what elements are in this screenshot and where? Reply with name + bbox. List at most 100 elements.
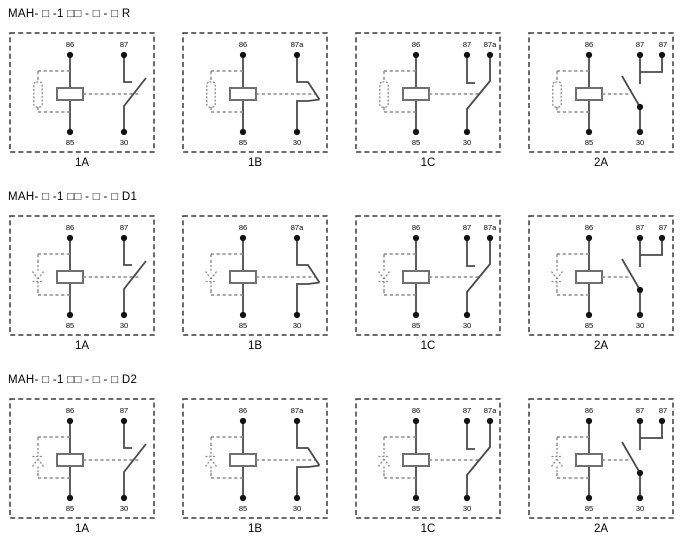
terminal-label: 30 — [636, 504, 644, 513]
terminal-label: 85 — [412, 321, 420, 330]
terminal-label: 30 — [120, 504, 128, 513]
terminal-label: 86 — [239, 223, 247, 232]
relay-diagram-svg: 86 87 87a 85 30 — [355, 32, 501, 153]
terminal-label: 87a — [291, 40, 304, 49]
relay-coil-symbol — [556, 416, 603, 503]
terminal-label: 87 — [636, 223, 644, 232]
diagram-caption: 2A — [593, 157, 609, 169]
terminal-label: 30 — [636, 321, 644, 330]
diode-down-icon — [550, 264, 564, 291]
terminal-label: 87 — [659, 223, 667, 232]
terminal-label: 85 — [66, 504, 74, 513]
relay-coil-symbol — [556, 233, 603, 320]
contact-changeover-symbol — [428, 51, 494, 137]
terminal-label: 87a — [291, 223, 304, 232]
terminal-label: 87 — [659, 406, 667, 415]
relay-diagram-svg: 86 87a 85 30 — [182, 398, 328, 519]
terminal-label: 30 — [463, 138, 471, 147]
terminal-label: 86 — [412, 40, 420, 49]
relay-coil-symbol — [37, 416, 84, 503]
terminal-label: 87a — [484, 40, 497, 49]
diagram-caption: 1A — [74, 523, 90, 535]
relay-diagram-svg: 86 87a 85 30 — [182, 215, 328, 336]
contact-double-normally-open-symbol — [601, 51, 666, 137]
relay-coil-symbol — [210, 233, 257, 320]
diagram-cells: 86 87 85 30 1A 86 87a 85 30 1B — [0, 32, 685, 169]
relay-cell-2a: 86 87 87 85 30 2A — [528, 398, 674, 535]
relay-cell-1c: 86 87 87a 85 30 1C — [355, 32, 501, 169]
terminal-label: 85 — [412, 138, 420, 147]
terminal-label: 87 — [636, 406, 644, 415]
resistor-icon — [552, 81, 562, 108]
terminal-label: 87 — [120, 40, 128, 49]
terminal-label: 87 — [636, 40, 644, 49]
terminal-label: 86 — [239, 40, 247, 49]
relay-coil-symbol — [37, 233, 84, 320]
terminal-label: 30 — [293, 504, 301, 513]
relay-diagram-svg: 86 87 87a 85 30 — [355, 215, 501, 336]
terminal-label: 86 — [585, 406, 593, 415]
relay-cell-2a: 86 87 87 85 30 2A — [528, 215, 674, 352]
relay-diagram-svg: 86 87a 85 30 — [182, 32, 328, 153]
relay-diagram-svg: 86 87 85 30 — [9, 215, 155, 336]
diagram-caption: 2A — [593, 523, 609, 535]
resistor-icon — [379, 81, 389, 108]
relay-diagram-svg: 86 87 87 85 30 — [528, 32, 674, 153]
terminal-label: 87a — [484, 406, 497, 415]
diode-down-icon — [31, 264, 45, 291]
diode-up-icon — [31, 447, 45, 474]
relay-cell-2a: 86 87 87 85 30 2A — [528, 32, 674, 169]
contact-normally-open-symbol — [82, 233, 147, 320]
terminal-label: 85 — [66, 138, 74, 147]
resistor-icon — [206, 81, 216, 108]
contact-changeover-symbol — [428, 416, 494, 503]
terminal-label: 86 — [66, 223, 74, 232]
relay-coil-symbol — [37, 50, 84, 137]
row-variant-d2: MAH- □ -1 □□ - □ - □ D2 86 87 85 30 1A 8… — [0, 352, 685, 535]
diode-up-icon — [550, 447, 564, 474]
terminal-label: 86 — [66, 40, 74, 49]
terminal-label: 87 — [659, 40, 667, 49]
relay-diagram-svg: 86 87 85 30 — [9, 32, 155, 153]
relay-cell-1c: 86 87 87a 85 30 1C — [355, 398, 501, 535]
terminal-label: 86 — [412, 406, 420, 415]
resistor-icon — [33, 81, 43, 108]
terminal-label: 87a — [291, 406, 304, 415]
terminal-label: 87 — [463, 223, 471, 232]
terminal-label: 30 — [293, 138, 301, 147]
terminal-label: 30 — [120, 138, 128, 147]
contact-normally-open-symbol — [82, 416, 147, 503]
relay-cell-1a: 86 87 85 30 1A — [9, 32, 155, 169]
row-variant-d1: MAH- □ -1 □□ - □ - □ D1 86 87 85 30 1A 8… — [0, 169, 685, 352]
diode-down-icon — [377, 264, 391, 291]
terminal-label: 30 — [463, 504, 471, 513]
contact-double-normally-open-symbol — [601, 233, 666, 320]
contact-normally-closed-symbol — [255, 51, 321, 137]
relay-diagram-svg: 86 87 87 85 30 — [528, 215, 674, 336]
model-code-title: MAH- □ -1 □□ - □ - □ D2 — [8, 374, 138, 386]
diagram-caption: 1B — [247, 340, 263, 352]
diagram-caption: 1C — [420, 523, 436, 535]
terminal-label: 87 — [120, 406, 128, 415]
terminal-label: 86 — [66, 406, 74, 415]
terminal-label: 85 — [239, 321, 247, 330]
relay-coil-symbol — [210, 50, 257, 137]
terminal-label: 30 — [293, 321, 301, 330]
diagram-cells: 86 87 85 30 1A 86 87a 85 30 1B — [0, 215, 685, 352]
terminal-label: 87 — [463, 40, 471, 49]
terminal-label: 85 — [585, 504, 593, 513]
diagram-caption: 1B — [247, 157, 263, 169]
terminal-label: 85 — [412, 504, 420, 513]
diode-up-icon — [377, 447, 391, 474]
relay-cell-1b: 86 87a 85 30 1B — [182, 32, 328, 169]
terminal-label: 85 — [66, 321, 74, 330]
terminal-label: 85 — [239, 138, 247, 147]
diagram-caption: 1A — [74, 340, 90, 352]
terminal-label: 30 — [636, 138, 644, 147]
contact-normally-closed-symbol — [255, 416, 321, 503]
contact-changeover-symbol — [428, 233, 494, 320]
diagram-cells: 86 87 85 30 1A 86 87a 85 30 1B — [0, 398, 685, 535]
terminal-label: 86 — [412, 223, 420, 232]
terminal-label: 87a — [484, 223, 497, 232]
contact-normally-closed-symbol — [255, 233, 321, 320]
